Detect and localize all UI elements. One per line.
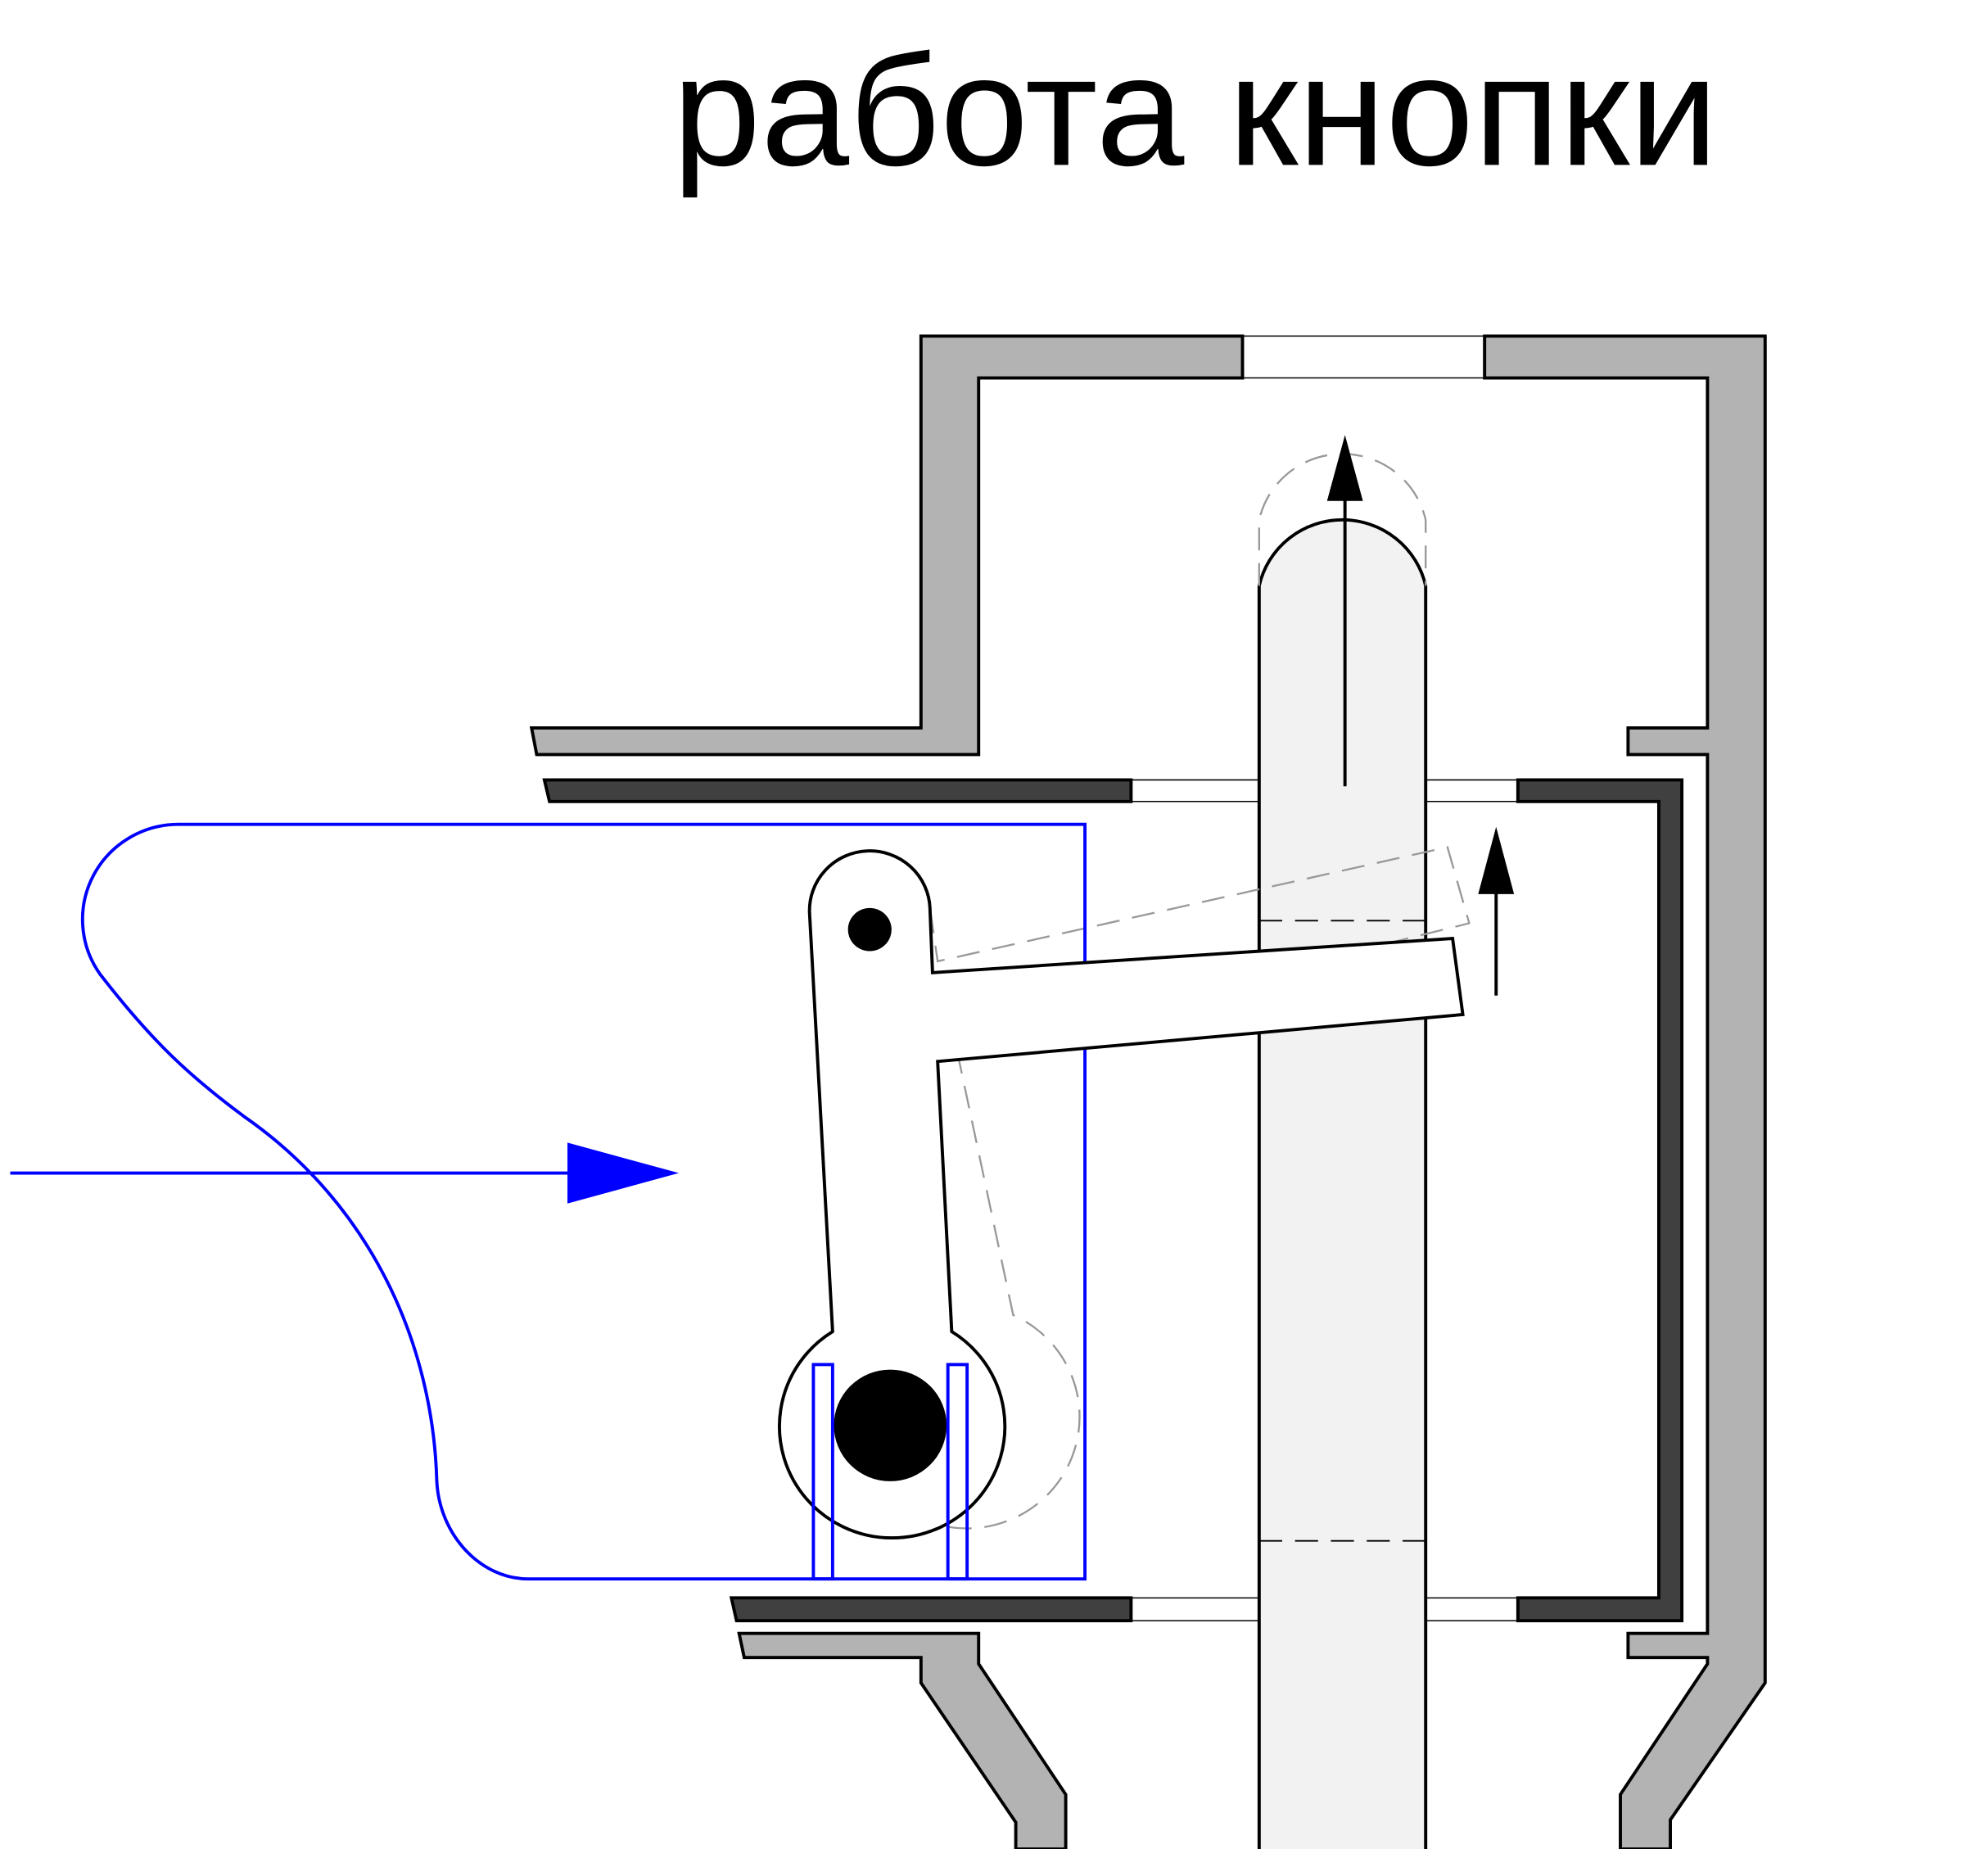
lever-pin (847, 907, 892, 952)
push-arrow-head-icon (567, 1142, 680, 1204)
finger-outline (80, 822, 1087, 1581)
lever-arrow-head-icon (1478, 826, 1515, 894)
housing-bottom-left (737, 1631, 1068, 1849)
housing-top-left (529, 334, 1245, 757)
rod-arrow (1326, 435, 1363, 787)
rod-arrow-head-icon (1326, 435, 1363, 501)
push-arrow (10, 1142, 680, 1204)
rod (1257, 453, 1428, 1849)
plate-right (1516, 778, 1684, 1623)
diagram-title: работа кнопки (672, 22, 1718, 198)
housing (529, 334, 1767, 1849)
housing-right (1483, 334, 1767, 1849)
plates (542, 778, 1684, 1623)
plate-top (542, 778, 1133, 803)
plate-bottom (729, 1596, 1133, 1623)
lever-arrow (1478, 826, 1515, 996)
finger-clips (811, 1363, 969, 1581)
rod-body (1257, 518, 1428, 1849)
lever-pivot (834, 1369, 947, 1481)
